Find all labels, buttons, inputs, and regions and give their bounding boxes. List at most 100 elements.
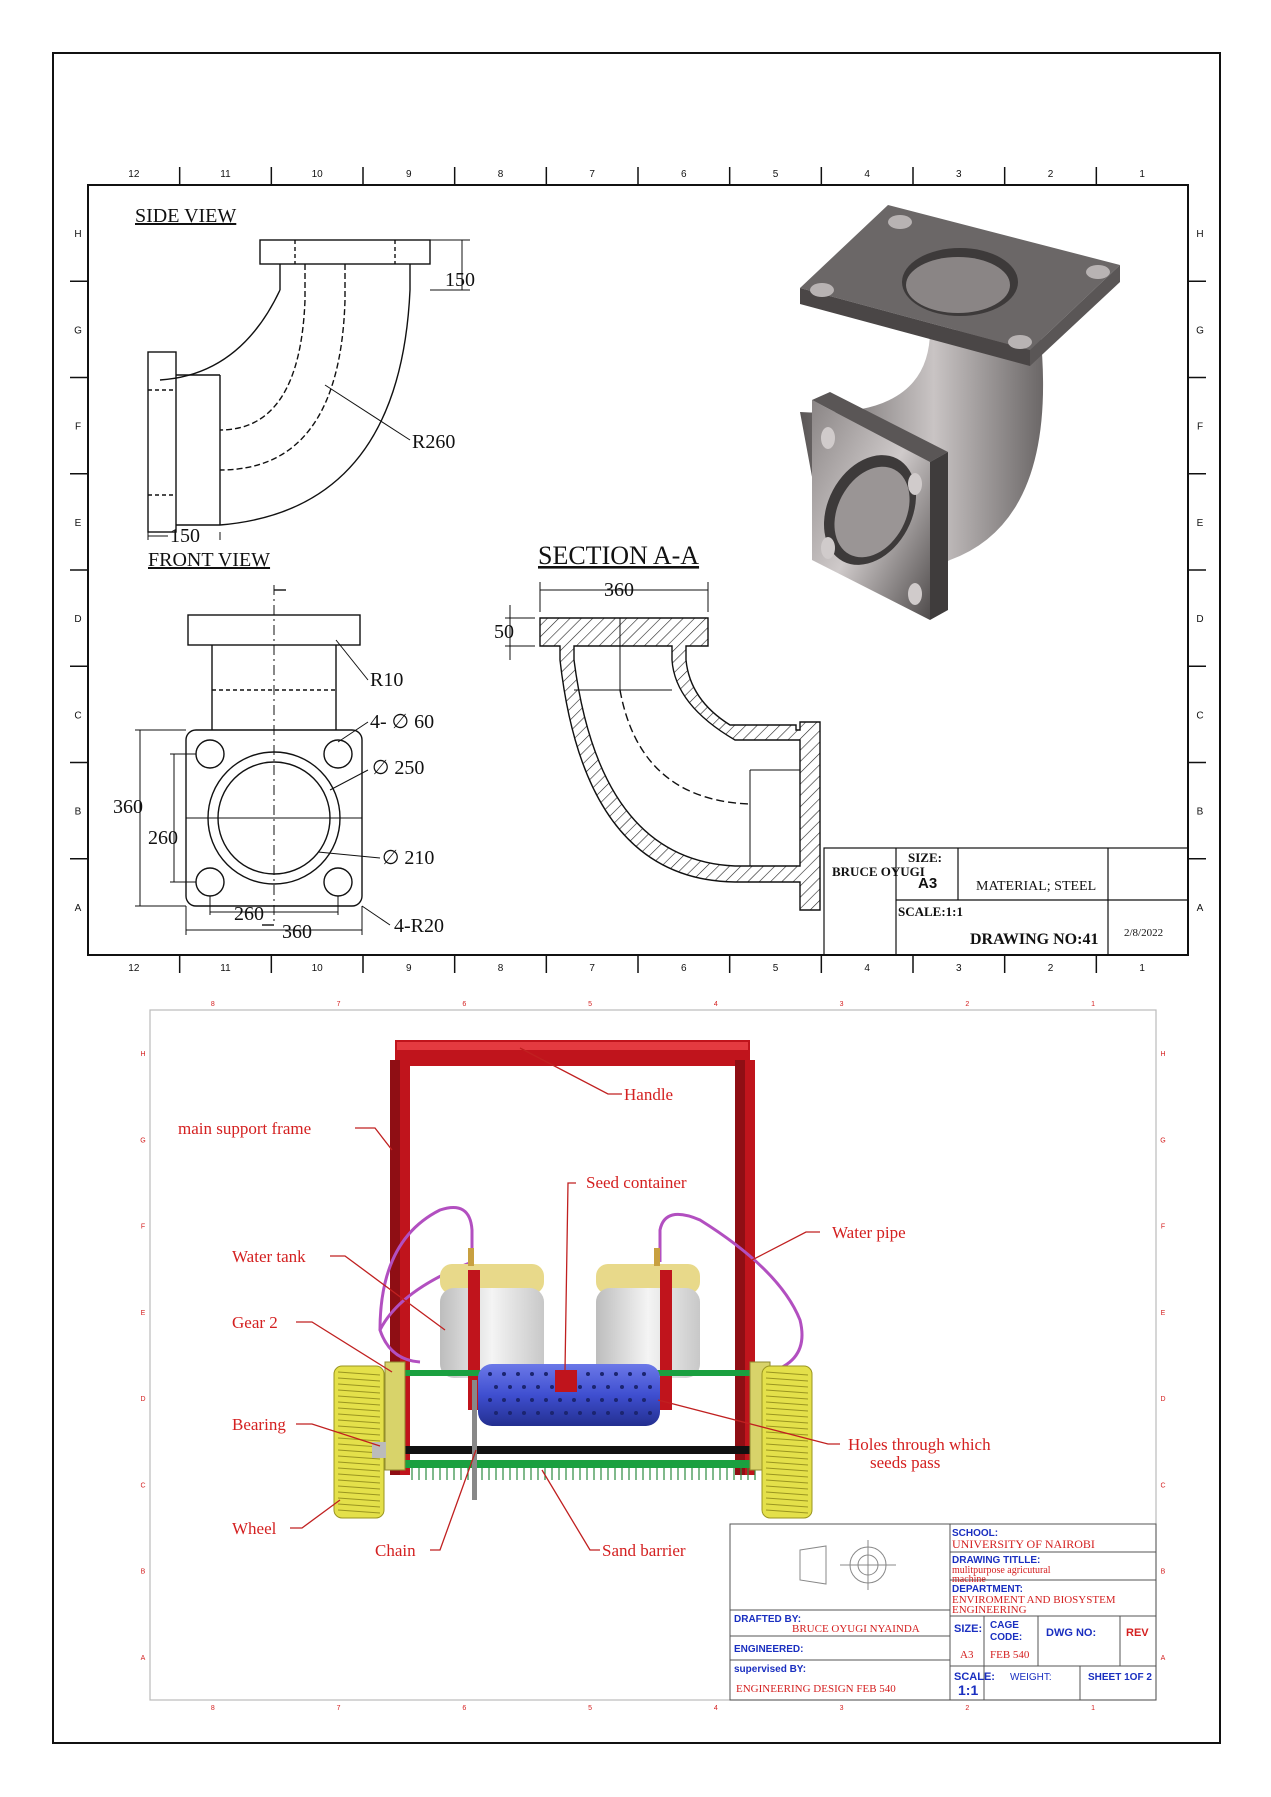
zone-col-label: 8 — [498, 963, 504, 974]
zone-col-label: 6 — [462, 1001, 466, 1008]
zone-col-label: 2 — [965, 1001, 969, 1008]
front-view — [135, 585, 391, 935]
seed-hole — [614, 1398, 618, 1402]
tank-cap-right — [596, 1264, 700, 1294]
water-tank-right — [596, 1288, 700, 1378]
seed-hole — [592, 1385, 596, 1389]
wheel-tooth — [765, 1389, 809, 1394]
wheel-tooth — [765, 1449, 809, 1454]
tb1-scale: SCALE:1:1 — [898, 904, 963, 919]
label-chain: Chain — [375, 1541, 416, 1560]
zone-row-label: G — [1196, 325, 1204, 336]
zone-col-label: 7 — [337, 1001, 341, 1008]
dim-r10: R10 — [370, 669, 403, 691]
label-sand-barrier: Sand barrier — [602, 1541, 686, 1560]
tb2-cage-value: FEB 540 — [990, 1649, 1030, 1661]
seed-hole — [494, 1385, 498, 1389]
zone-col-label: 4 — [714, 1705, 718, 1712]
wheel-tooth — [765, 1383, 809, 1388]
wheel-tooth — [337, 1401, 381, 1406]
zone-col-label: 8 — [211, 1001, 215, 1008]
dim-r20: 4-R20 — [394, 915, 444, 937]
zone-row-label: C — [1196, 710, 1203, 721]
wheel-tooth — [765, 1503, 809, 1508]
zone-col-label: 4 — [714, 1001, 718, 1008]
zone-row-label: C — [140, 1482, 145, 1489]
wheel-tooth — [337, 1497, 381, 1502]
wheel-tooth — [765, 1455, 809, 1460]
wheel-tooth — [337, 1371, 381, 1376]
tb2-school-label: SCHOOL: — [952, 1528, 998, 1539]
zone-row-label: E — [1161, 1310, 1166, 1317]
seed-roller — [478, 1364, 660, 1426]
tb2-weight-label: WEIGHT: — [1010, 1672, 1052, 1683]
sheet1-title-block — [823, 847, 1189, 956]
seed-hole — [508, 1411, 512, 1415]
zone-col-label: 6 — [681, 169, 687, 180]
seed-hole — [488, 1398, 492, 1402]
seed-hole — [516, 1398, 520, 1402]
zone-row-label: A — [1197, 903, 1204, 914]
wheel-tooth — [337, 1479, 381, 1484]
seed-hole — [544, 1372, 548, 1376]
wheel-tooth — [337, 1413, 381, 1418]
seed-hole — [530, 1372, 534, 1376]
label-bearing: Bearing — [232, 1415, 286, 1434]
wheel-tooth — [337, 1431, 381, 1436]
zone-row-label: G — [74, 325, 82, 336]
zone-row-label: C — [1160, 1482, 1165, 1489]
seed-hole — [578, 1385, 582, 1389]
seed-hole — [522, 1411, 526, 1415]
seed-hole — [564, 1411, 568, 1415]
tb2-title-label: DRAWING TITLLE: — [952, 1555, 1040, 1566]
zone-row-label: H — [1196, 229, 1203, 240]
zone-row-label: D — [1196, 614, 1203, 625]
zone-row-label: F — [1197, 422, 1203, 433]
wheel-tooth — [765, 1443, 809, 1448]
wheel-tooth — [765, 1491, 809, 1496]
zone-row-label: E — [141, 1310, 146, 1317]
wheel-tooth — [337, 1383, 381, 1388]
label-gear: Gear 2 — [232, 1313, 278, 1332]
tb2-dept-value-1: ENVIROMENT AND BIOSYSTEM — [952, 1594, 1116, 1606]
zone-row-label: B — [1161, 1569, 1166, 1576]
zone-col-label: 2 — [965, 1705, 969, 1712]
label-water-tank: Water tank — [232, 1247, 306, 1266]
tb2-rev-label: REV — [1126, 1627, 1149, 1639]
tb2-dept-value-2: ENGINEERING — [952, 1604, 1027, 1616]
seed-hole — [530, 1398, 534, 1402]
zone-col-label: 10 — [312, 963, 324, 974]
seed-hole — [628, 1372, 632, 1376]
zone-row-label: H — [1160, 1051, 1165, 1058]
sand-barrier-bar — [400, 1460, 760, 1468]
wheel-tooth — [337, 1467, 381, 1472]
zone-row-label: E — [75, 518, 82, 529]
zone-col-label: 5 — [773, 169, 779, 180]
seed-hole — [620, 1385, 624, 1389]
page-border — [52, 52, 1221, 1744]
zone-row-label: A — [75, 903, 82, 914]
seed-hole — [648, 1411, 652, 1415]
zone-col-label: 3 — [956, 963, 962, 974]
zone-col-label: 6 — [462, 1705, 466, 1712]
zone-col-label: 11 — [220, 963, 231, 974]
zone-col-label: 4 — [864, 169, 870, 180]
zone-row-label: E — [1197, 518, 1204, 529]
tb2-engineered-label: ENGINEERED: — [734, 1644, 803, 1655]
wheel-tooth — [337, 1461, 381, 1466]
wheel-tooth — [337, 1389, 381, 1394]
wheel-tooth — [765, 1509, 809, 1514]
seed-hole — [494, 1411, 498, 1415]
wheel-tooth — [765, 1425, 809, 1430]
seed-hole — [620, 1411, 624, 1415]
wheel-tooth — [337, 1509, 381, 1514]
seed-hole — [634, 1385, 638, 1389]
seed-hole — [606, 1411, 610, 1415]
sheet2-title-block — [729, 1523, 1157, 1701]
wheel-tooth — [337, 1455, 381, 1460]
tb2-title-value-2: machine — [952, 1574, 986, 1585]
